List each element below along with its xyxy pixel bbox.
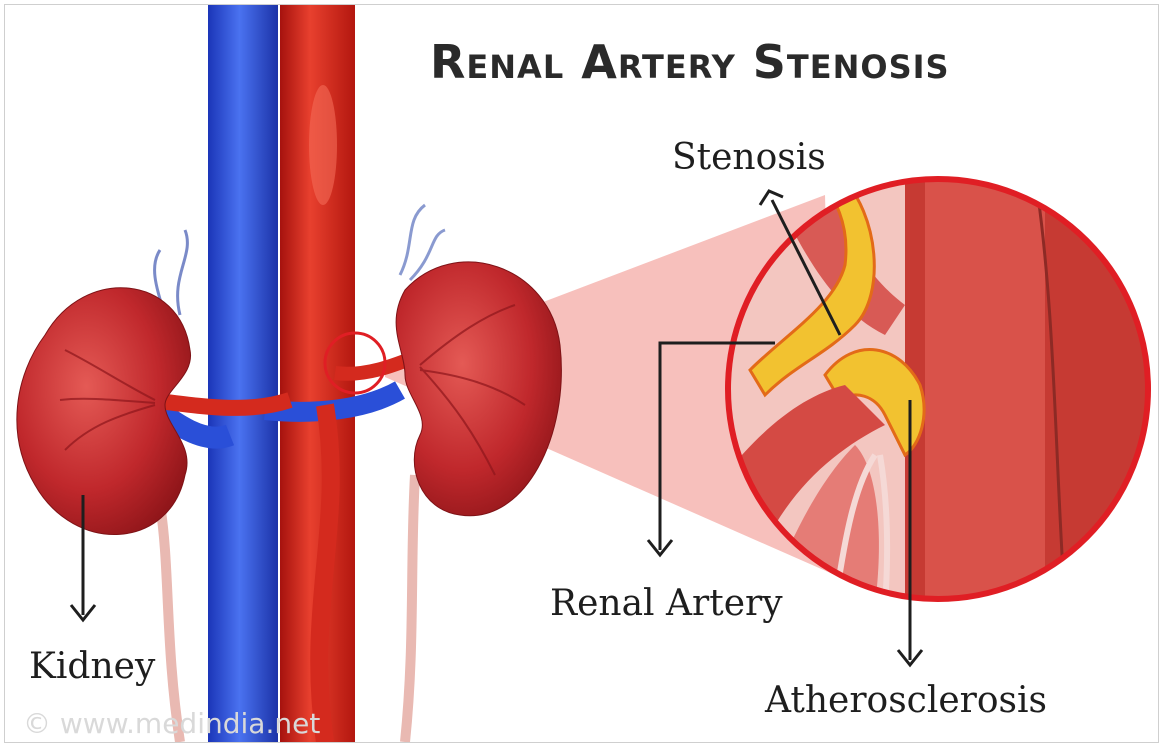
- watermark: © www.medindia.net: [23, 707, 320, 740]
- diagram-canvas: Renal Artery Stenosis Stenosis Renal Art…: [4, 4, 1159, 743]
- diagram-title: Renal Artery Stenosis: [430, 35, 950, 89]
- stenosis-label: Stenosis: [672, 137, 826, 178]
- stenosis-arrowhead: [760, 191, 783, 205]
- right-kidney: [396, 262, 561, 516]
- renal-artery-label: Renal Artery: [550, 583, 783, 624]
- anatomy-illustration: [5, 5, 1158, 742]
- kidney-label: Kidney: [29, 646, 155, 687]
- atherosclerosis-label: Atherosclerosis: [765, 680, 1047, 721]
- left-kidney: [17, 288, 191, 535]
- left-renal-artery: [150, 400, 290, 408]
- vena-cava: [208, 5, 278, 742]
- aorta-highlight: [309, 85, 337, 205]
- right-ureter: [405, 475, 415, 742]
